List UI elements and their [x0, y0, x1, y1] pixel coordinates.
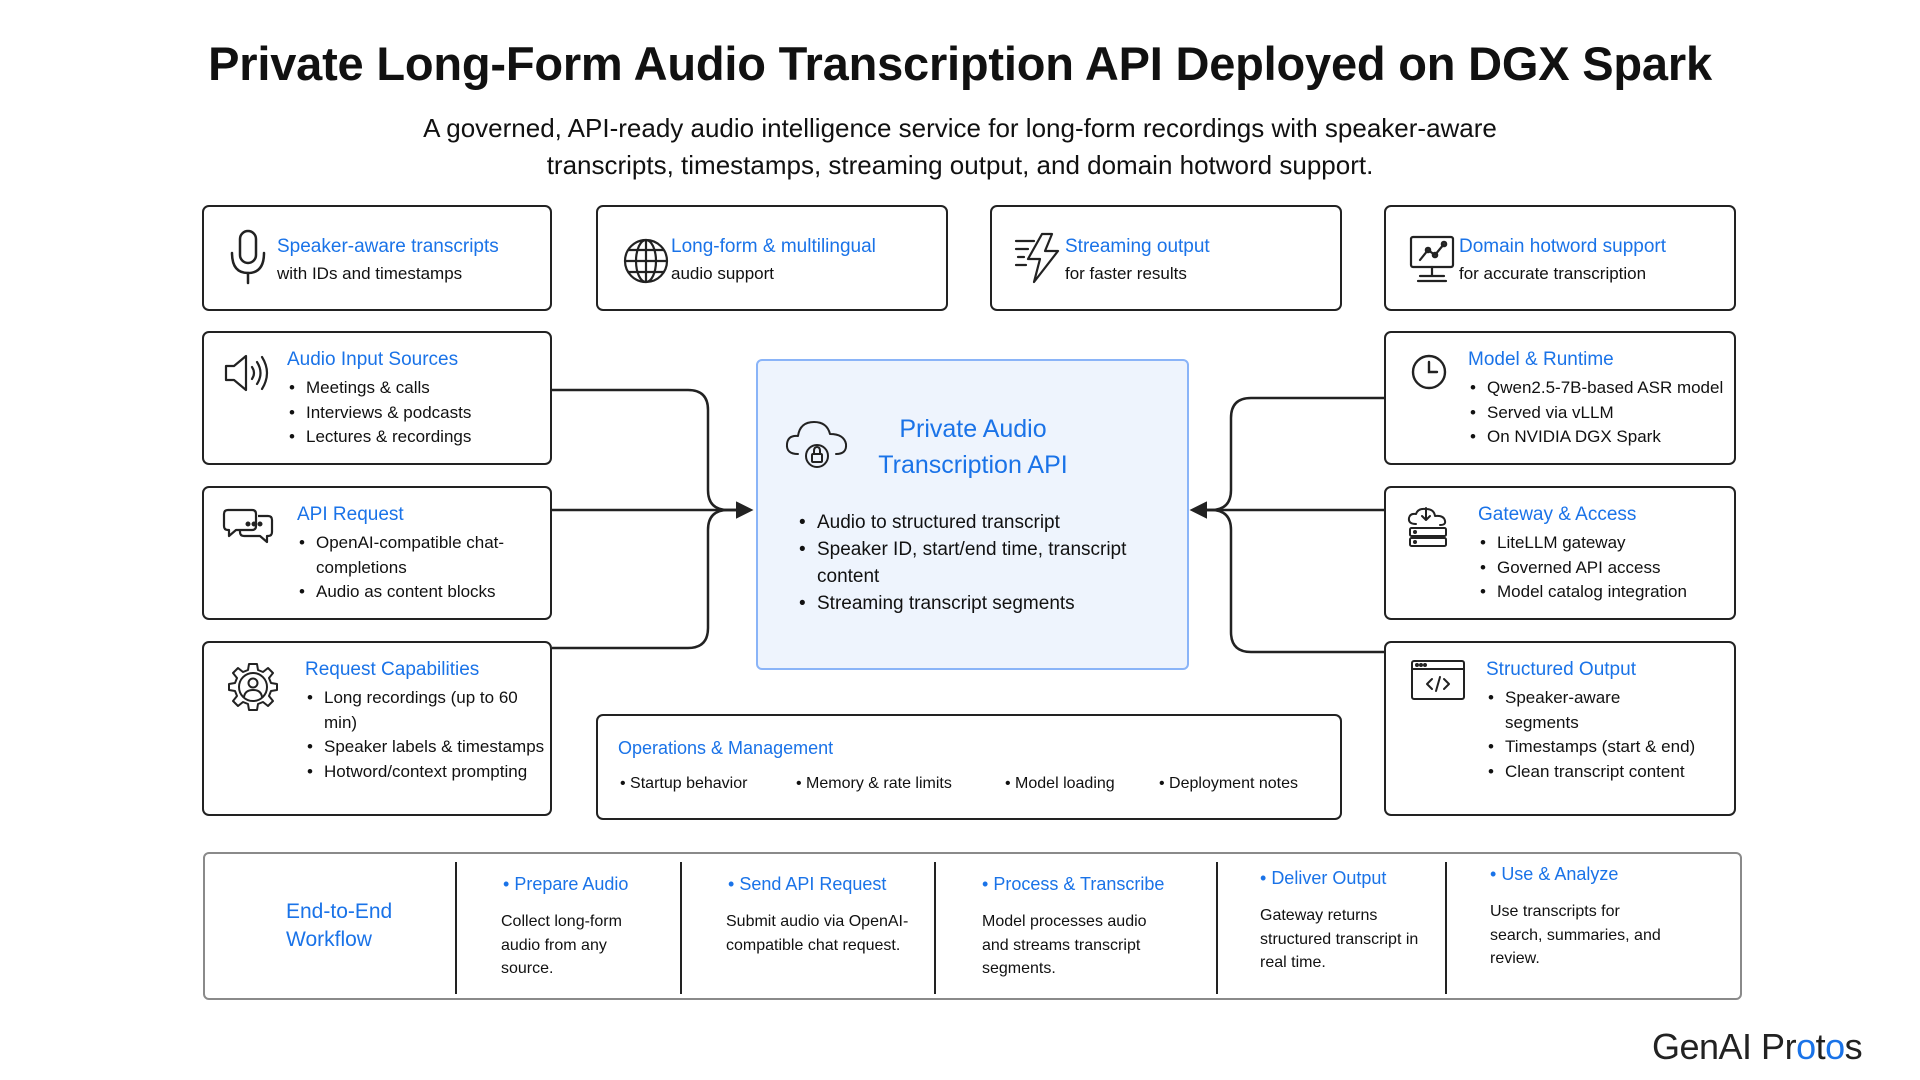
card-title: Gateway & Access	[1478, 504, 1637, 525]
genai-protos-logo: GenAI Protos	[1652, 1026, 1863, 1067]
list-item: Speaker ID, start/end time, transcript c…	[798, 536, 1168, 590]
list-item: Lectures & recordings	[288, 425, 471, 450]
connector-request-capabilities	[552, 508, 750, 650]
structured-output-card: Structured Output Speaker-aware segments…	[1384, 641, 1736, 816]
connector-audio-input	[552, 388, 750, 512]
speaker-icon	[222, 351, 274, 403]
operations-item: • Memory & rate limits	[796, 775, 952, 792]
monitor-graph-icon	[1408, 234, 1460, 290]
feature-desc: audio support	[671, 264, 775, 283]
card-list: Meetings & calls Interviews & podcasts L…	[288, 376, 471, 450]
feature-title: Domain hotword support	[1459, 236, 1666, 257]
step-desc: Use transcripts for search, summaries, a…	[1490, 903, 1661, 967]
chat-bubbles-icon	[222, 504, 274, 556]
card-list: Speaker-aware segments Timestamps (start…	[1487, 686, 1697, 784]
list-item: Governed API access	[1479, 556, 1729, 581]
connector-structured-output	[1193, 508, 1385, 654]
feature-title: Speaker-aware transcripts	[277, 236, 499, 257]
page-title: Private Long-Form Audio Transcription AP…	[208, 37, 1712, 90]
card-title: Structured Output	[1486, 659, 1636, 680]
card-title: Audio Input Sources	[287, 349, 459, 370]
step-desc: Collect long-form audio from any source.	[501, 913, 622, 977]
page-subtitle: A governed, API-ready audio intelligence…	[423, 113, 1497, 180]
center-list: Audio to structured transcript Speaker I…	[798, 509, 1168, 617]
card-list: LiteLLM gateway Governed API access Mode…	[1479, 531, 1729, 605]
list-item: Audio as content blocks	[298, 580, 538, 605]
feature-card-speaker-aware: Speaker-aware transcripts with IDs and t…	[202, 205, 552, 311]
list-item: Clean transcript content	[1487, 760, 1697, 785]
list-item: Speaker-aware segments	[1487, 686, 1697, 735]
operations-item: • Model loading	[1005, 775, 1115, 792]
step-desc: Gateway returns structured transcript in…	[1260, 907, 1419, 971]
divider	[1445, 862, 1447, 994]
card-list: Long recordings (up to 60 min) Speaker l…	[306, 686, 546, 784]
step-title: Use & Analyze	[1501, 864, 1619, 884]
divider	[1216, 862, 1218, 994]
operations-item: • Deployment notes	[1159, 775, 1299, 792]
list-item: Long recordings (up to 60 min)	[306, 686, 546, 735]
center-title: Private Audio Transcription API	[878, 415, 1068, 479]
lightning-icon	[1014, 231, 1066, 287]
workflow-title: End-to-End Workflow	[286, 900, 393, 951]
step-title: Send API Request	[739, 874, 887, 894]
step-desc: Model processes audio and streams transc…	[982, 913, 1147, 977]
feature-desc: with IDs and timestamps	[277, 264, 463, 283]
step-title: Process & Transcribe	[993, 874, 1165, 894]
microphone-icon	[226, 229, 278, 285]
list-item: Model catalog integration	[1479, 580, 1729, 605]
card-list: Qwen2.5-7B-based ASR model Served via vL…	[1469, 376, 1739, 450]
divider	[455, 862, 457, 994]
operations-card: Operations & Management • Startup behavi…	[596, 714, 1342, 820]
cloud-server-icon	[1404, 506, 1456, 558]
feature-desc: for accurate transcription	[1459, 264, 1647, 283]
api-request-card: API Request OpenAI-compatible chat-compl…	[202, 486, 552, 620]
list-item: LiteLLM gateway	[1479, 531, 1729, 556]
feature-title: Long-form & multilingual	[671, 236, 876, 257]
gateway-access-card: Gateway & Access LiteLLM gateway Governe…	[1384, 486, 1736, 620]
gear-user-icon	[228, 661, 280, 713]
list-item: Served via vLLM	[1469, 401, 1739, 426]
step-title: Prepare Audio	[514, 874, 629, 894]
card-title: API Request	[297, 504, 404, 525]
central-api-card: Private Audio Transcription API Audio to…	[756, 359, 1189, 670]
request-capabilities-card: Request Capabilities Long recordings (up…	[202, 641, 552, 816]
clock-icon	[1410, 353, 1462, 405]
code-window-icon	[1410, 659, 1465, 711]
list-item: Speaker labels & timestamps	[306, 735, 546, 760]
list-item: Qwen2.5-7B-based ASR model	[1469, 376, 1739, 401]
cloud-lock-icon	[784, 416, 850, 472]
audio-input-sources-card: Audio Input Sources Meetings & calls Int…	[202, 331, 552, 465]
workflow-panel: End-to-End Workflow • Prepare Audio Coll…	[203, 852, 1742, 1000]
list-item: Audio to structured transcript	[798, 509, 1168, 536]
list-item: Hotword/context prompting	[306, 760, 546, 785]
feature-card-streaming: Streaming output for faster results	[990, 205, 1342, 311]
list-item: On NVIDIA DGX Spark	[1469, 425, 1739, 450]
operations-title: Operations & Management	[618, 738, 834, 758]
model-runtime-card: Model & Runtime Qwen2.5-7B-based ASR mod…	[1384, 331, 1736, 465]
operations-item: • Startup behavior	[620, 775, 748, 792]
divider	[680, 862, 682, 994]
card-title: Model & Runtime	[1468, 349, 1614, 370]
card-list: OpenAI-compatible chat-completions Audio…	[298, 531, 538, 605]
card-title: Request Capabilities	[305, 659, 480, 680]
feature-card-hotword: Domain hotword support for accurate tran…	[1384, 205, 1736, 311]
globe-icon	[622, 237, 674, 293]
divider	[934, 862, 936, 994]
feature-title: Streaming output	[1065, 236, 1210, 257]
list-item: OpenAI-compatible chat-completions	[298, 531, 538, 580]
list-item: Meetings & calls	[288, 376, 471, 401]
list-item: Timestamps (start & end)	[1487, 735, 1697, 760]
feature-desc: for faster results	[1065, 264, 1187, 283]
feature-card-long-form: Long-form & multilingual audio support	[596, 205, 948, 311]
list-item: Streaming transcript segments	[798, 590, 1168, 617]
list-item: Interviews & podcasts	[288, 401, 471, 426]
connector-model-runtime	[1193, 396, 1385, 512]
step-desc: Submit audio via OpenAI-compatible chat …	[726, 913, 909, 954]
step-title: Deliver Output	[1271, 868, 1387, 888]
